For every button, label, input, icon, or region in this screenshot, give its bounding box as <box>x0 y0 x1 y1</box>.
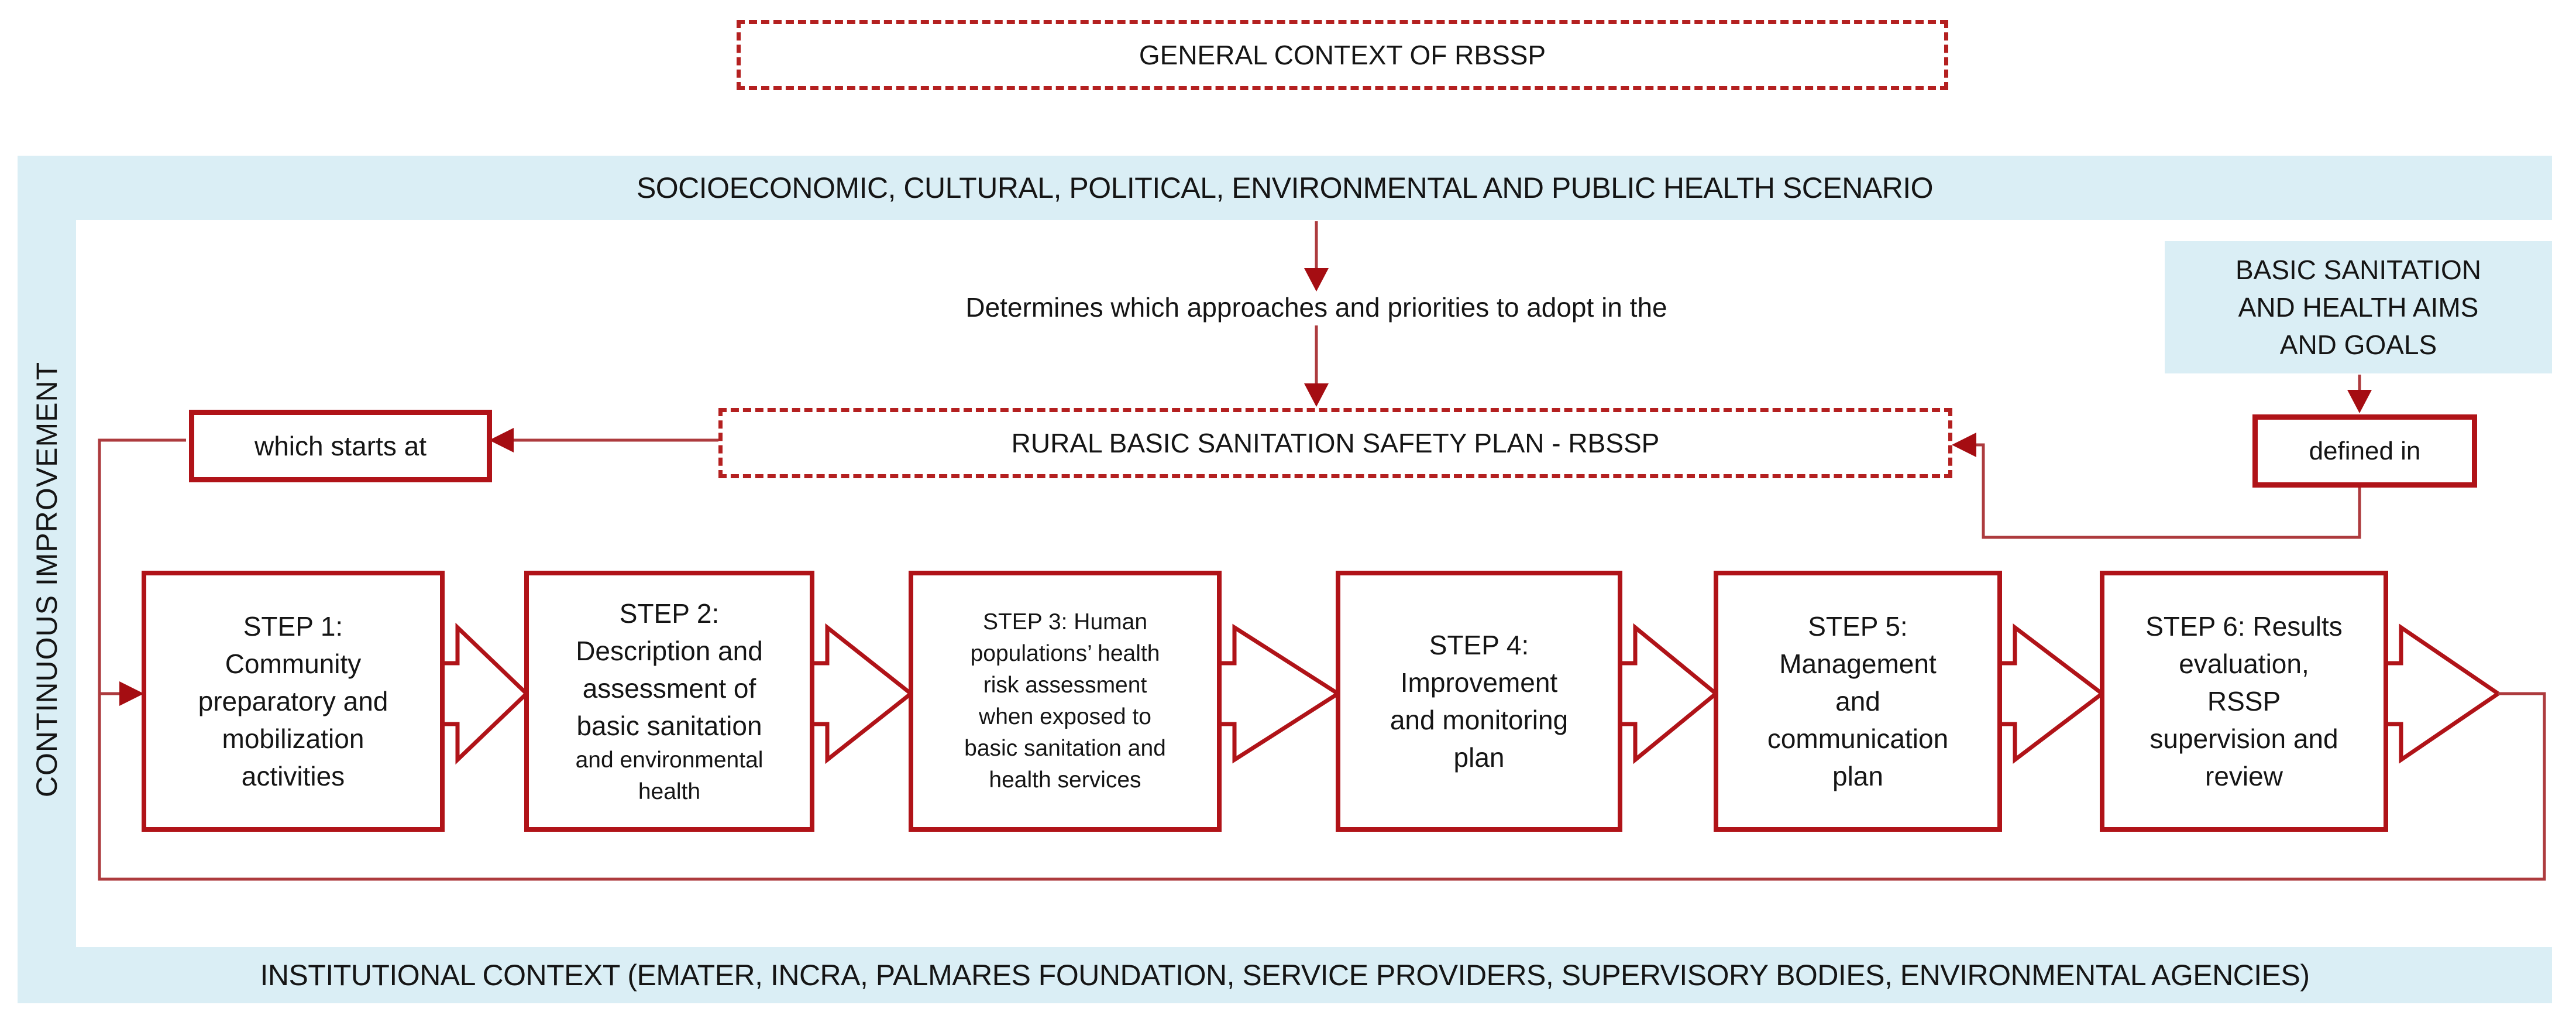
scenario-band-label: SOCIOECONOMIC, CULTURAL, POLITICAL, ENVI… <box>636 172 1934 204</box>
defined-in-box: defined in <box>2252 414 2477 488</box>
continuous-improvement-stripe: CONTINUOUS IMPROVEMENT <box>18 156 76 1003</box>
step-1-label: STEP 1: Community preparatory and mobili… <box>198 611 388 791</box>
step-2-box: STEP 2: Description and assessment of ba… <box>524 571 814 832</box>
defined-in-label: defined in <box>2309 436 2421 465</box>
institutional-band: INSTITUTIONAL CONTEXT (EMATER, INCRA, PA… <box>18 947 2552 1003</box>
general-context-box: GENERAL CONTEXT OF RBSSP <box>737 20 1948 90</box>
left-arrowhead-icon <box>1952 433 1976 457</box>
right-arrowhead-icon <box>119 681 144 706</box>
rbssp-label: RURAL BASIC SANITATION SAFETY PLAN - RBS… <box>1011 428 1660 458</box>
aims-goals-label: BASIC SANITATION AND HEALTH AIMS AND GOA… <box>2235 255 2482 360</box>
step-2-sublabel: and environmental health <box>575 747 763 804</box>
which-starts-at-label: which starts at <box>254 431 427 461</box>
continuous-improvement-label: CONTINUOUS IMPROVEMENT <box>30 361 63 798</box>
step-5-label: STEP 5: Management and communication pla… <box>1767 611 1949 791</box>
step-3-box: STEP 3: Human populations’ health risk a… <box>909 571 1222 832</box>
left-arrowhead-icon <box>489 428 514 452</box>
general-context-label: GENERAL CONTEXT OF RBSSP <box>1139 40 1546 70</box>
step-1-box: STEP 1: Community preparatory and mobili… <box>142 571 445 832</box>
institutional-band-label: INSTITUTIONAL CONTEXT (EMATER, INCRA, PA… <box>260 959 2310 992</box>
determines-note: Determines which approaches and prioriti… <box>936 290 1697 325</box>
step-4-label: STEP 4: Improvement and monitoring plan <box>1390 630 1569 773</box>
determines-note-label: Determines which approaches and prioriti… <box>965 292 1667 323</box>
step-4-box: STEP 4: Improvement and monitoring plan <box>1336 571 1622 832</box>
rbssp-box: RURAL BASIC SANITATION SAFETY PLAN - RBS… <box>718 408 1952 478</box>
step-6-box: STEP 6: Results evaluation, RSSP supervi… <box>2100 571 2388 832</box>
which-starts-at-box: which starts at <box>189 410 492 482</box>
step-6-label: STEP 6: Results evaluation, RSSP supervi… <box>2145 611 2343 791</box>
step-3-label: STEP 3: Human populations’ health risk a… <box>964 609 1166 793</box>
down-arrowhead-icon <box>1304 383 1329 407</box>
defined-to-rbssp-line <box>1976 443 2361 539</box>
down-arrowhead-icon <box>2347 390 2372 413</box>
step-2-label: STEP 2: Description and assessment of ba… <box>576 598 763 741</box>
down-arrowhead-icon <box>1304 268 1329 291</box>
aims-goals-box: BASIC SANITATION AND HEALTH AIMS AND GOA… <box>2165 241 2552 373</box>
feedback-loop-line <box>98 438 2546 881</box>
scenario-band: SOCIOECONOMIC, CULTURAL, POLITICAL, ENVI… <box>18 156 2552 220</box>
step-5-box: STEP 5: Management and communication pla… <box>1714 571 2002 832</box>
